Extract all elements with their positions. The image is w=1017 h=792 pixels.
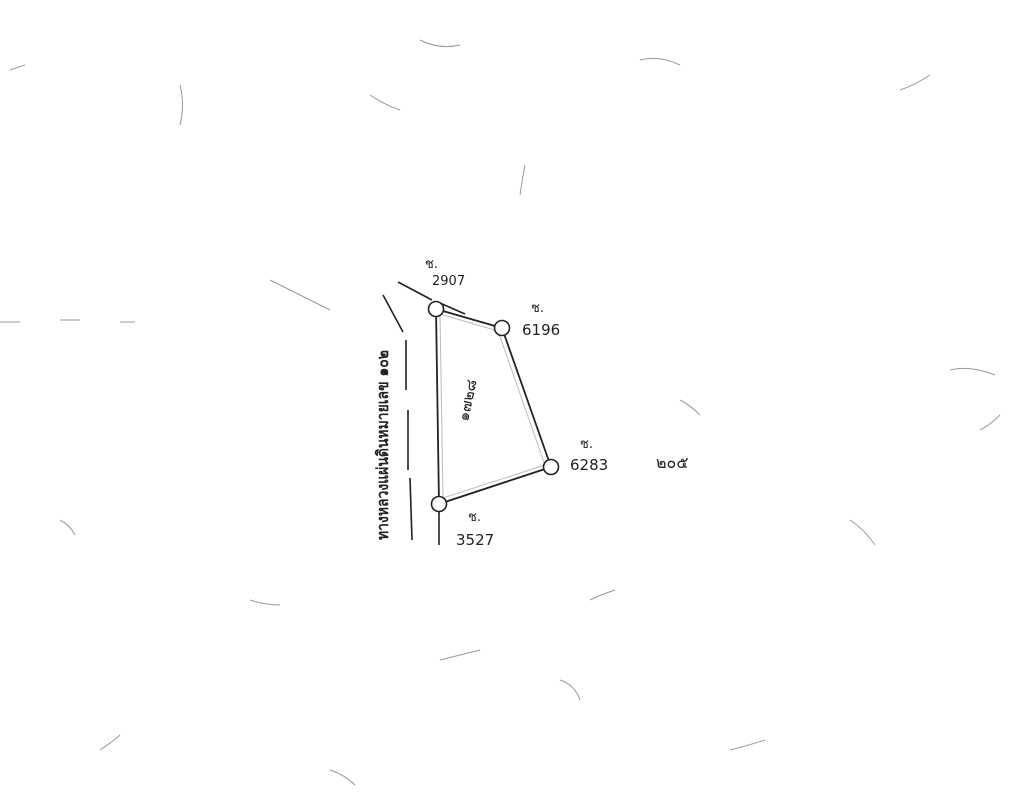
marker-prefix: ช. — [531, 301, 544, 316]
road-lines — [382, 281, 466, 545]
page-number: ๒๐๕ — [656, 453, 688, 472]
marker-number: 6283 — [570, 456, 608, 474]
marker-prefix: ช. — [580, 437, 593, 452]
parcel-area-label: ๑๗๒๘ — [454, 378, 480, 423]
marker-number: 6196 — [522, 321, 560, 339]
marker-prefix: ช. — [468, 510, 481, 525]
road-name-label: ทางหลวงแผ่นดินหมายเลข ๑๐๒ — [373, 350, 392, 540]
marker-number: 3527 — [456, 531, 494, 549]
boundary-marker-3527 — [430, 495, 448, 513]
marker-number: 2907 — [432, 274, 465, 289]
boundary-marker-2907 — [427, 300, 445, 318]
boundary-marker-6196 — [493, 319, 511, 337]
marker-prefix: ช. — [425, 257, 438, 272]
paper-fibers — [0, 39, 1001, 786]
boundary-marker-6283 — [542, 458, 560, 476]
